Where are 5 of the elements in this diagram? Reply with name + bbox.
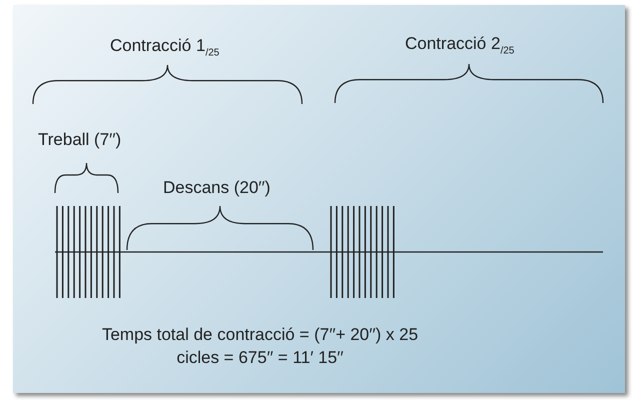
annotation-label: Contracció 1$_{/25}$ [110, 36, 220, 58]
annotation-label: Treball (7′′) [38, 130, 122, 150]
annotation-label: Contracció 2$_{/25}$ [405, 34, 514, 56]
formula-note: Temps total de contracció = (7′′+ 20′′) x 25 cicles = 675′′ = 11′ 15′′ [100, 324, 420, 369]
annotation-label: Descans (20′′) [163, 178, 270, 198]
